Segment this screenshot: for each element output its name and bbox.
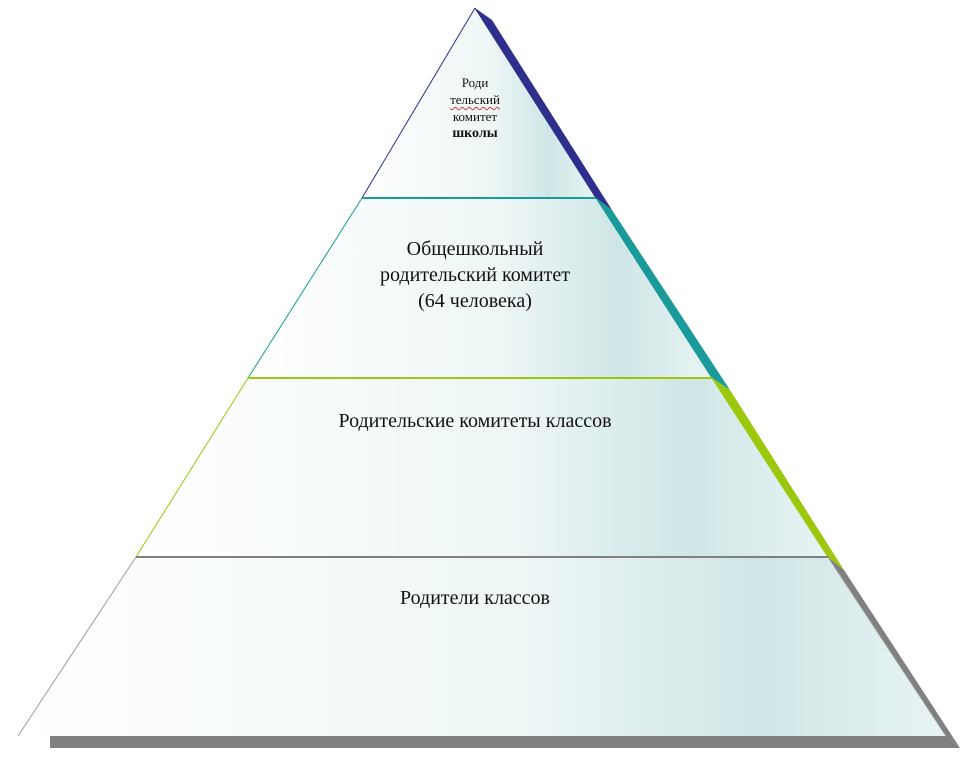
left-edge-level-3: [135, 377, 249, 558]
right-edge-level-2: [595, 197, 713, 379]
side-strip-level-2: [596, 198, 730, 390]
level-top-line-1: Роди: [461, 75, 489, 90]
level-4-label: Родители классов: [250, 586, 700, 610]
level-2-label: Общешкольный родительский комитет (64 че…: [300, 236, 650, 314]
left-edge-level-2: [247, 197, 363, 379]
left-edge-top: [361, 7, 476, 199]
tier-level-2: [248, 198, 712, 378]
tier-level-3: [136, 378, 828, 557]
level-top-label: Роди тельский комитет школы: [420, 74, 530, 142]
right-edge-level-4: [827, 556, 947, 737]
side-strip-level-4: [828, 557, 960, 748]
level-top-line-2: тельский: [450, 92, 500, 107]
level-top-line-3: комитет: [452, 109, 498, 124]
level-2-line-2: родительский комитет: [379, 264, 571, 286]
level-3-line-1: Родительские комитеты классов: [338, 410, 612, 432]
level-2-line-3: (64 человека): [418, 290, 532, 312]
level-top-line-4: школы: [452, 126, 498, 141]
tier-top: [362, 8, 596, 198]
right-edge-top: [474, 7, 597, 199]
level-2-line-1: Общешкольный: [406, 238, 544, 260]
level-3-label: Родительские комитеты классов: [250, 409, 700, 433]
level-4-line-1: Родители классов: [400, 587, 550, 609]
side-strip-top: [475, 8, 612, 210]
side-strip-level-3: [712, 378, 844, 570]
left-edge-level-4: [17, 556, 137, 737]
bottom-shadow: [50, 736, 960, 748]
right-edge-level-3: [711, 377, 829, 558]
tier-level-4: [18, 557, 946, 736]
